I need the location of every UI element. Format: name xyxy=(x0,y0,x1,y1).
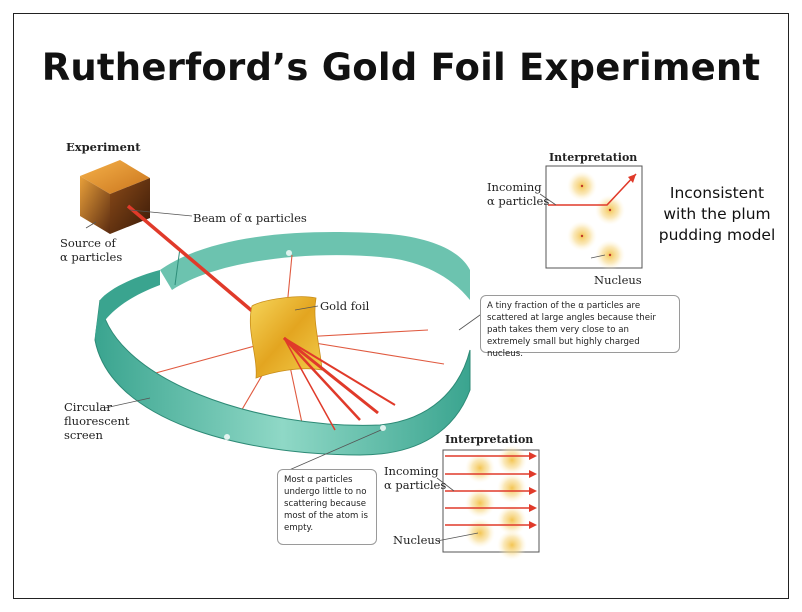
bottom-leader xyxy=(436,477,455,492)
screen-back-2 xyxy=(174,247,181,286)
side-note: Inconsistent with the plum pudding model xyxy=(658,184,776,244)
source-label-line2: α particles xyxy=(60,250,123,264)
screen-front xyxy=(94,299,471,456)
screen-flash xyxy=(224,434,230,440)
top-incoming-label-line2: α particles xyxy=(487,194,550,208)
gold-foil-label: Gold foil xyxy=(320,299,370,313)
leader-lines xyxy=(85,209,488,475)
top-incoming-label-line1: Incoming xyxy=(487,180,542,194)
bottom-arrowheads xyxy=(529,452,537,529)
screen-flash xyxy=(380,425,386,431)
screen-label-line2: fluorescent xyxy=(64,414,130,428)
page-title: Rutherford’s Gold Foil Experiment xyxy=(41,46,761,89)
source-label-line1: Source of xyxy=(60,236,116,250)
source-cube-front xyxy=(80,176,110,234)
top-arrowhead xyxy=(628,174,636,183)
scattering-callout: A tiny fraction of the α particles are s… xyxy=(480,295,680,359)
screen-back xyxy=(160,232,470,300)
screen-flash xyxy=(286,250,292,256)
top-interpretation-heading: Interpretation xyxy=(549,151,638,164)
source-cube-top xyxy=(80,160,150,194)
top-nucleus-leader xyxy=(590,254,606,259)
screen-flash xyxy=(403,407,409,413)
bottom-nucleus-label: Nucleus xyxy=(393,533,441,547)
top-deflected-path xyxy=(548,173,637,206)
bottom-incoming-label-line2: α particles xyxy=(384,478,447,492)
top-leader xyxy=(539,193,557,206)
little-scattering-callout: Most α particles undergo little to no sc… xyxy=(277,469,377,545)
bottom-incoming-label-line1: Incoming xyxy=(384,464,439,478)
screen-label-line3: screen xyxy=(64,428,103,442)
top-nuclei xyxy=(567,171,625,270)
bottom-nucleus-leader xyxy=(436,532,479,542)
main-rays xyxy=(283,336,396,431)
screen-label-line1: Circular xyxy=(64,400,112,414)
experiment-heading: Experiment xyxy=(66,140,141,154)
screen-left xyxy=(95,270,160,340)
top-nucleus-label: Nucleus xyxy=(594,273,642,287)
bottom-straight-paths xyxy=(445,455,530,526)
bottom-interpretation-heading: Interpretation xyxy=(445,433,534,446)
beam-label: Beam of α particles xyxy=(193,211,307,225)
bottom-nuclei xyxy=(465,445,527,560)
